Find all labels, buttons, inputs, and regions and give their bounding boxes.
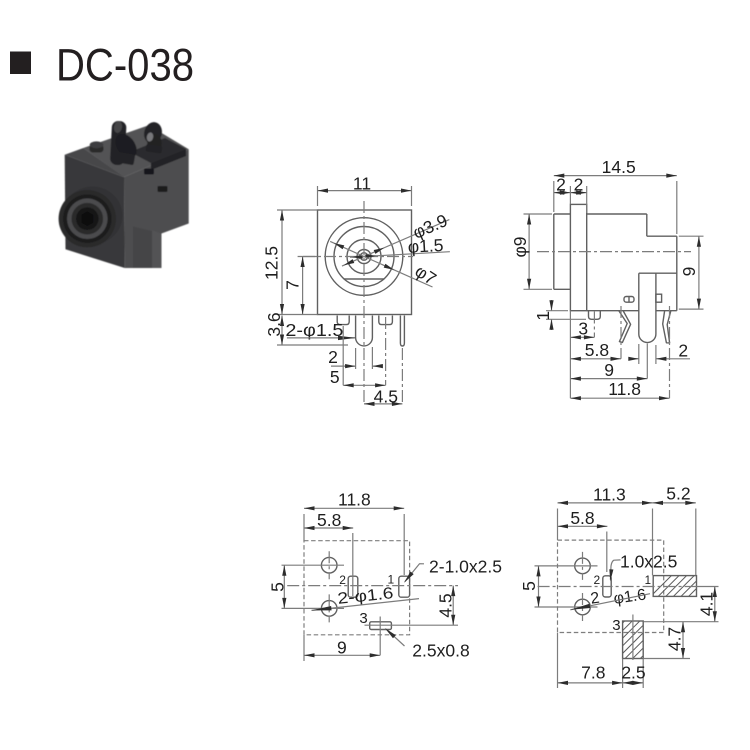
svg-text:7.8: 7.8	[581, 663, 605, 683]
svg-text:2: 2	[589, 590, 600, 608]
svg-text:φ1.5: φ1.5	[407, 235, 444, 257]
svg-text:3.6: 3.6	[264, 312, 284, 336]
svg-text:9: 9	[604, 360, 614, 380]
svg-text:11: 11	[353, 174, 371, 194]
svg-text:2-φ1.6: 2-φ1.6	[337, 585, 395, 608]
svg-text:9: 9	[337, 637, 347, 657]
svg-text:5: 5	[267, 582, 287, 592]
svg-text:11.8: 11.8	[608, 379, 641, 399]
svg-text:2-1.0x2.5: 2-1.0x2.5	[429, 556, 502, 576]
svg-text:1: 1	[388, 573, 395, 587]
svg-text:5.8: 5.8	[585, 340, 609, 360]
svg-text:DC-038: DC-038	[56, 40, 194, 91]
svg-text:9: 9	[679, 267, 699, 277]
svg-text:5.8: 5.8	[317, 510, 341, 530]
svg-text:2: 2	[678, 341, 688, 361]
svg-text:4.1: 4.1	[696, 592, 716, 616]
svg-text:3: 3	[359, 610, 367, 627]
svg-text:3: 3	[612, 617, 620, 634]
svg-text:4.5: 4.5	[374, 386, 398, 406]
svg-text:5: 5	[330, 367, 340, 387]
svg-text:3: 3	[578, 319, 588, 339]
svg-text:11.3: 11.3	[593, 485, 626, 505]
svg-text:4.5: 4.5	[435, 593, 455, 617]
svg-text:1.0x2.5: 1.0x2.5	[620, 551, 677, 571]
svg-text:2.5: 2.5	[621, 663, 645, 683]
svg-text:14.5: 14.5	[602, 157, 636, 177]
svg-text:1: 1	[645, 575, 651, 587]
svg-text:12.5: 12.5	[261, 246, 281, 280]
svg-text:φ9: φ9	[510, 236, 530, 257]
svg-text:5: 5	[519, 581, 539, 591]
svg-text:2: 2	[593, 573, 600, 587]
svg-text:2.5x0.8: 2.5x0.8	[412, 640, 469, 660]
svg-text:1: 1	[533, 311, 553, 321]
svg-text:4.7: 4.7	[664, 627, 684, 651]
svg-text:2-φ1.5: 2-φ1.5	[285, 320, 343, 340]
svg-text:2: 2	[328, 347, 338, 367]
svg-text:5.8: 5.8	[570, 508, 594, 528]
svg-text:φ1.6: φ1.6	[613, 586, 648, 607]
svg-text:2: 2	[339, 573, 346, 587]
svg-text:5.2: 5.2	[666, 484, 690, 504]
svg-text:7: 7	[282, 280, 302, 290]
svg-text:2: 2	[574, 174, 584, 194]
svg-text:2: 2	[556, 174, 566, 194]
svg-text:11.8: 11.8	[338, 490, 371, 510]
